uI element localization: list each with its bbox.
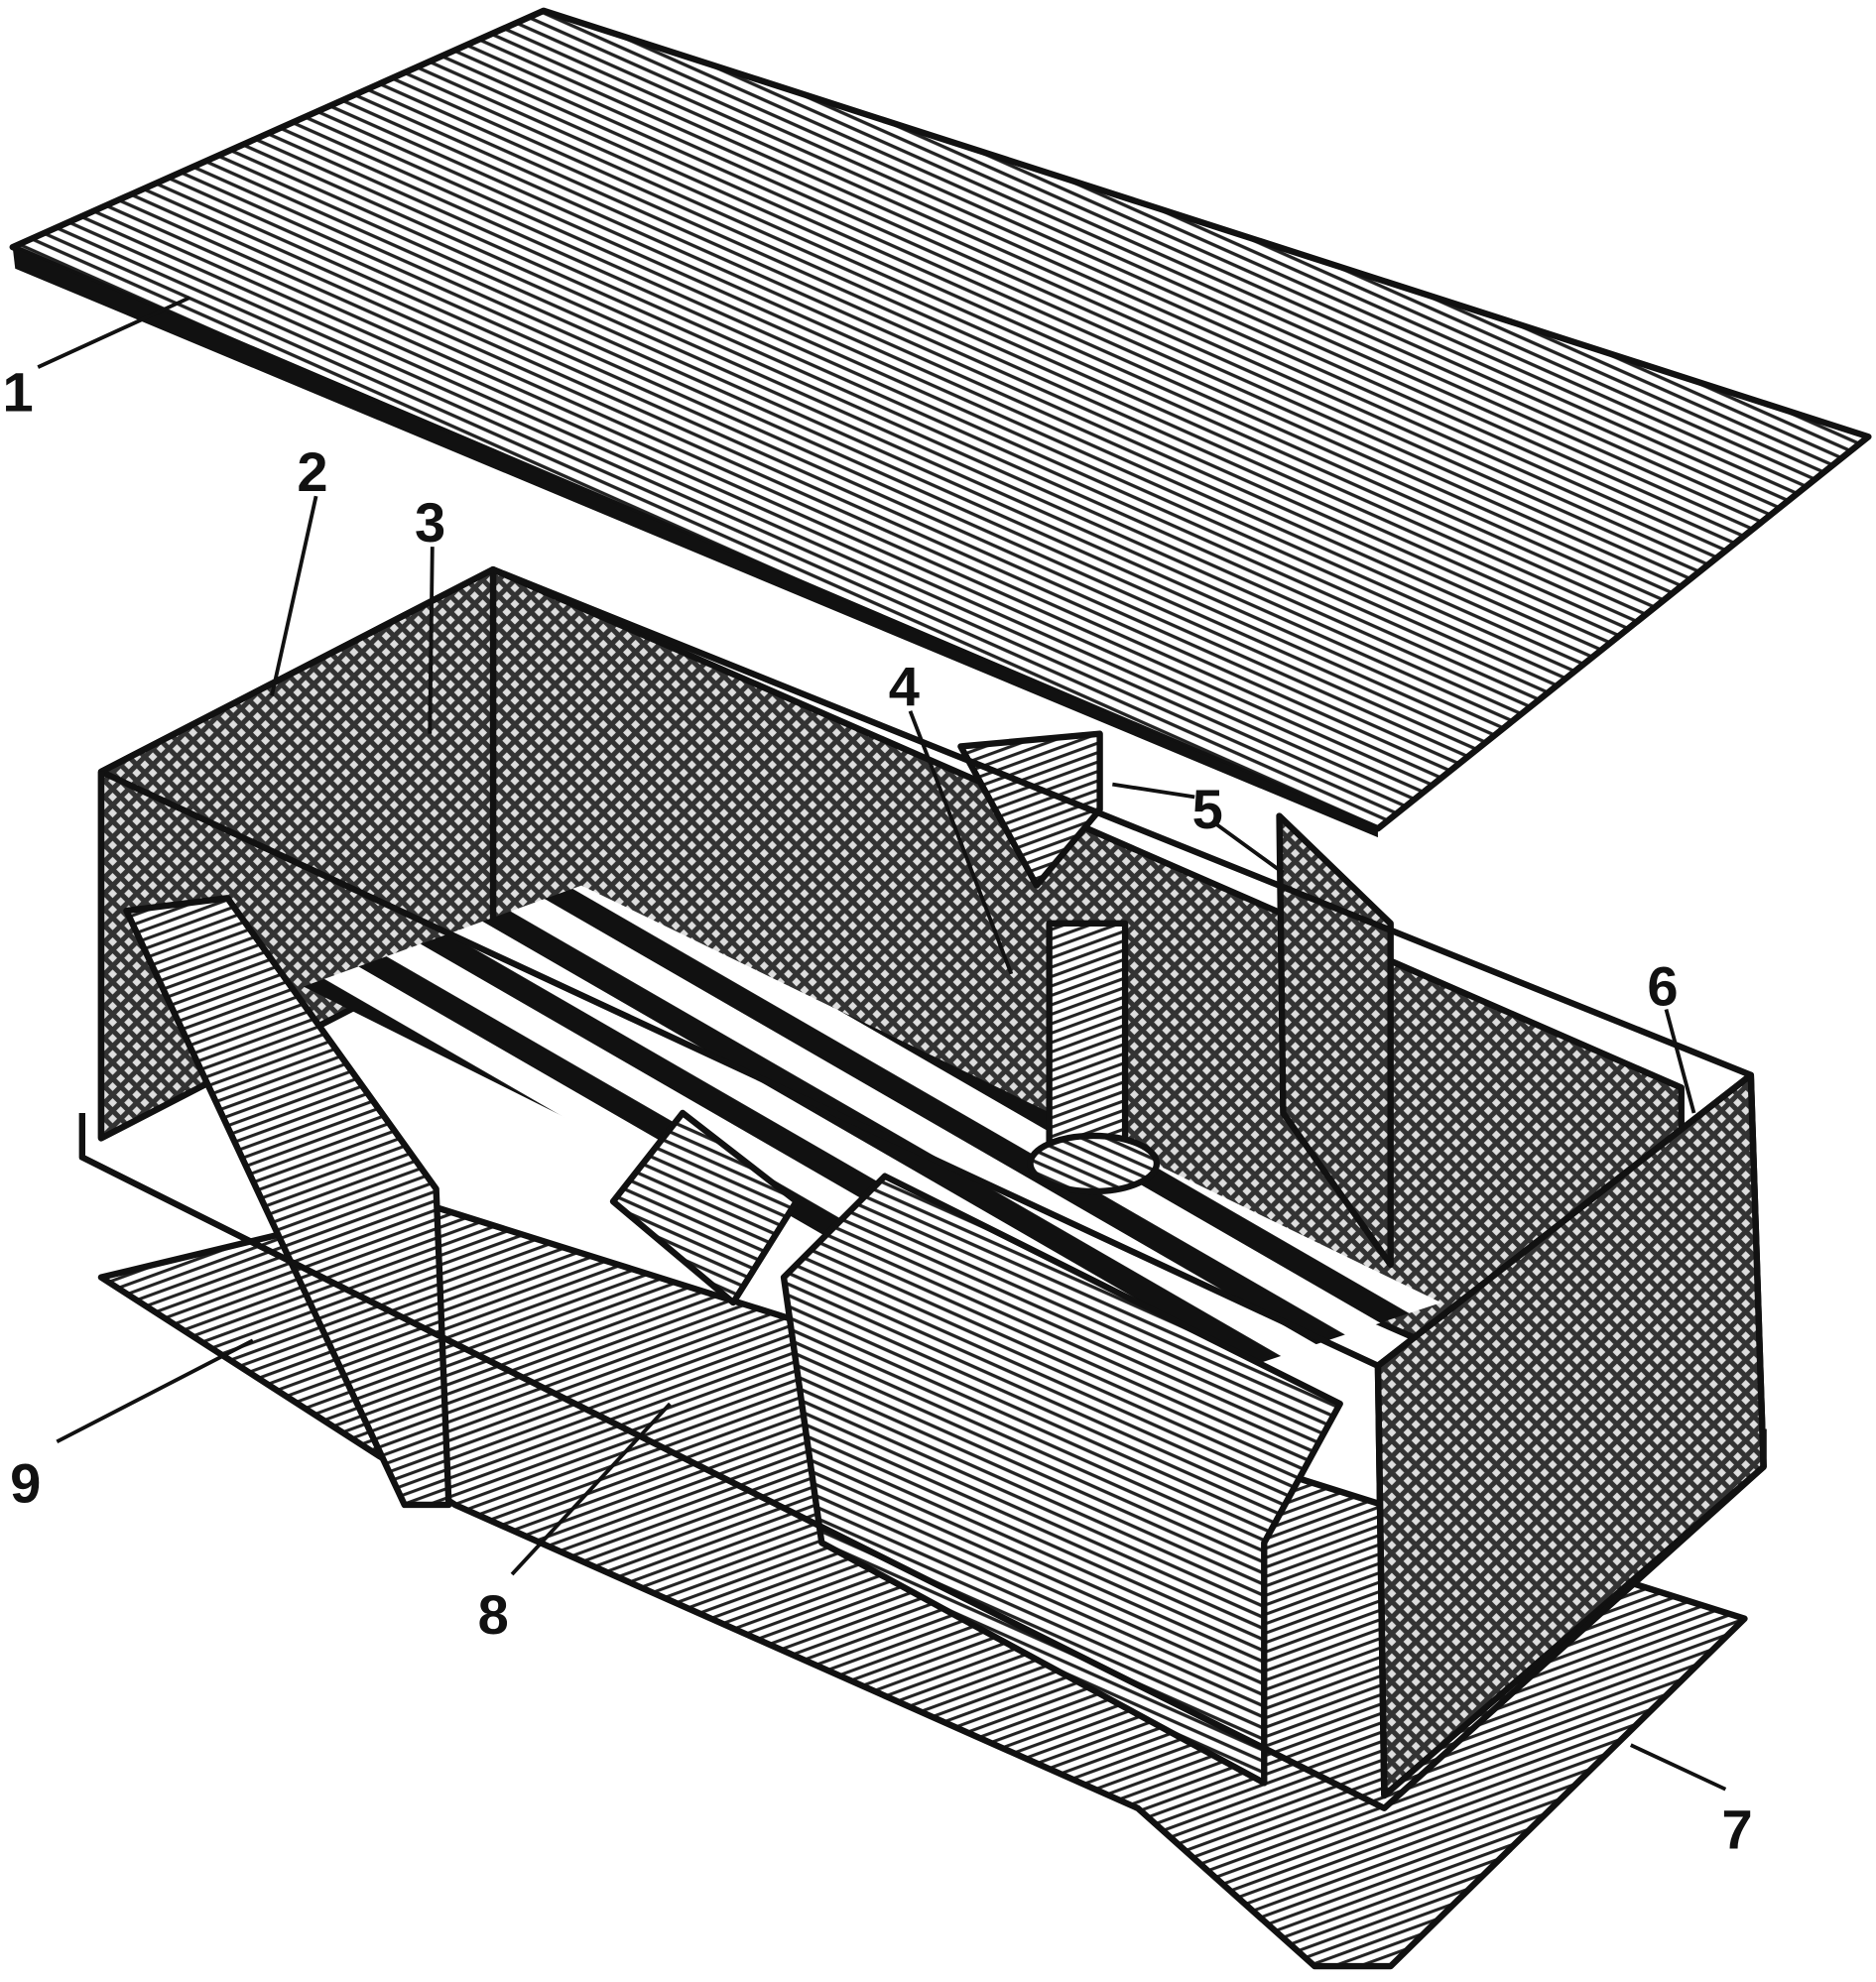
callout-9: 9 [10, 1338, 254, 1514]
callout-8: 8 [478, 1402, 672, 1646]
callout-4: 4 [889, 656, 1014, 975]
callout-5: 5 [1112, 778, 1285, 875]
callout-6: 6 [1647, 955, 1696, 1114]
floor-slats [303, 885, 1441, 1405]
callout-label: 5 [1192, 778, 1223, 840]
callout-label: 6 [1647, 955, 1678, 1018]
callout-label: 4 [889, 656, 920, 718]
callout-label: 2 [297, 440, 327, 503]
front-right-post [1374, 1365, 1388, 1796]
callout-label: 8 [478, 1583, 509, 1646]
feeder-cylinder [1046, 920, 1129, 1168]
lid-edge [12, 247, 1378, 838]
callout-1: 1 [3, 296, 190, 424]
nest-box-large [780, 1173, 1343, 1787]
callout-label: 9 [10, 1451, 41, 1514]
back-right-post [1747, 1074, 1767, 1467]
feeder-base [1027, 1132, 1161, 1195]
nest-box-small [609, 1109, 800, 1306]
callout-label: 3 [415, 491, 445, 554]
callout-label: 7 [1722, 1798, 1753, 1861]
front-top-rail [99, 769, 1380, 1369]
front-left-panel [123, 895, 452, 1509]
back-top-rail [99, 565, 1755, 1369]
callout-7: 7 [1629, 1743, 1753, 1861]
callout-2: 2 [270, 440, 328, 696]
callout-label: 1 [3, 361, 34, 424]
callout-3: 3 [415, 491, 445, 734]
mesh-door [1276, 812, 1394, 1269]
